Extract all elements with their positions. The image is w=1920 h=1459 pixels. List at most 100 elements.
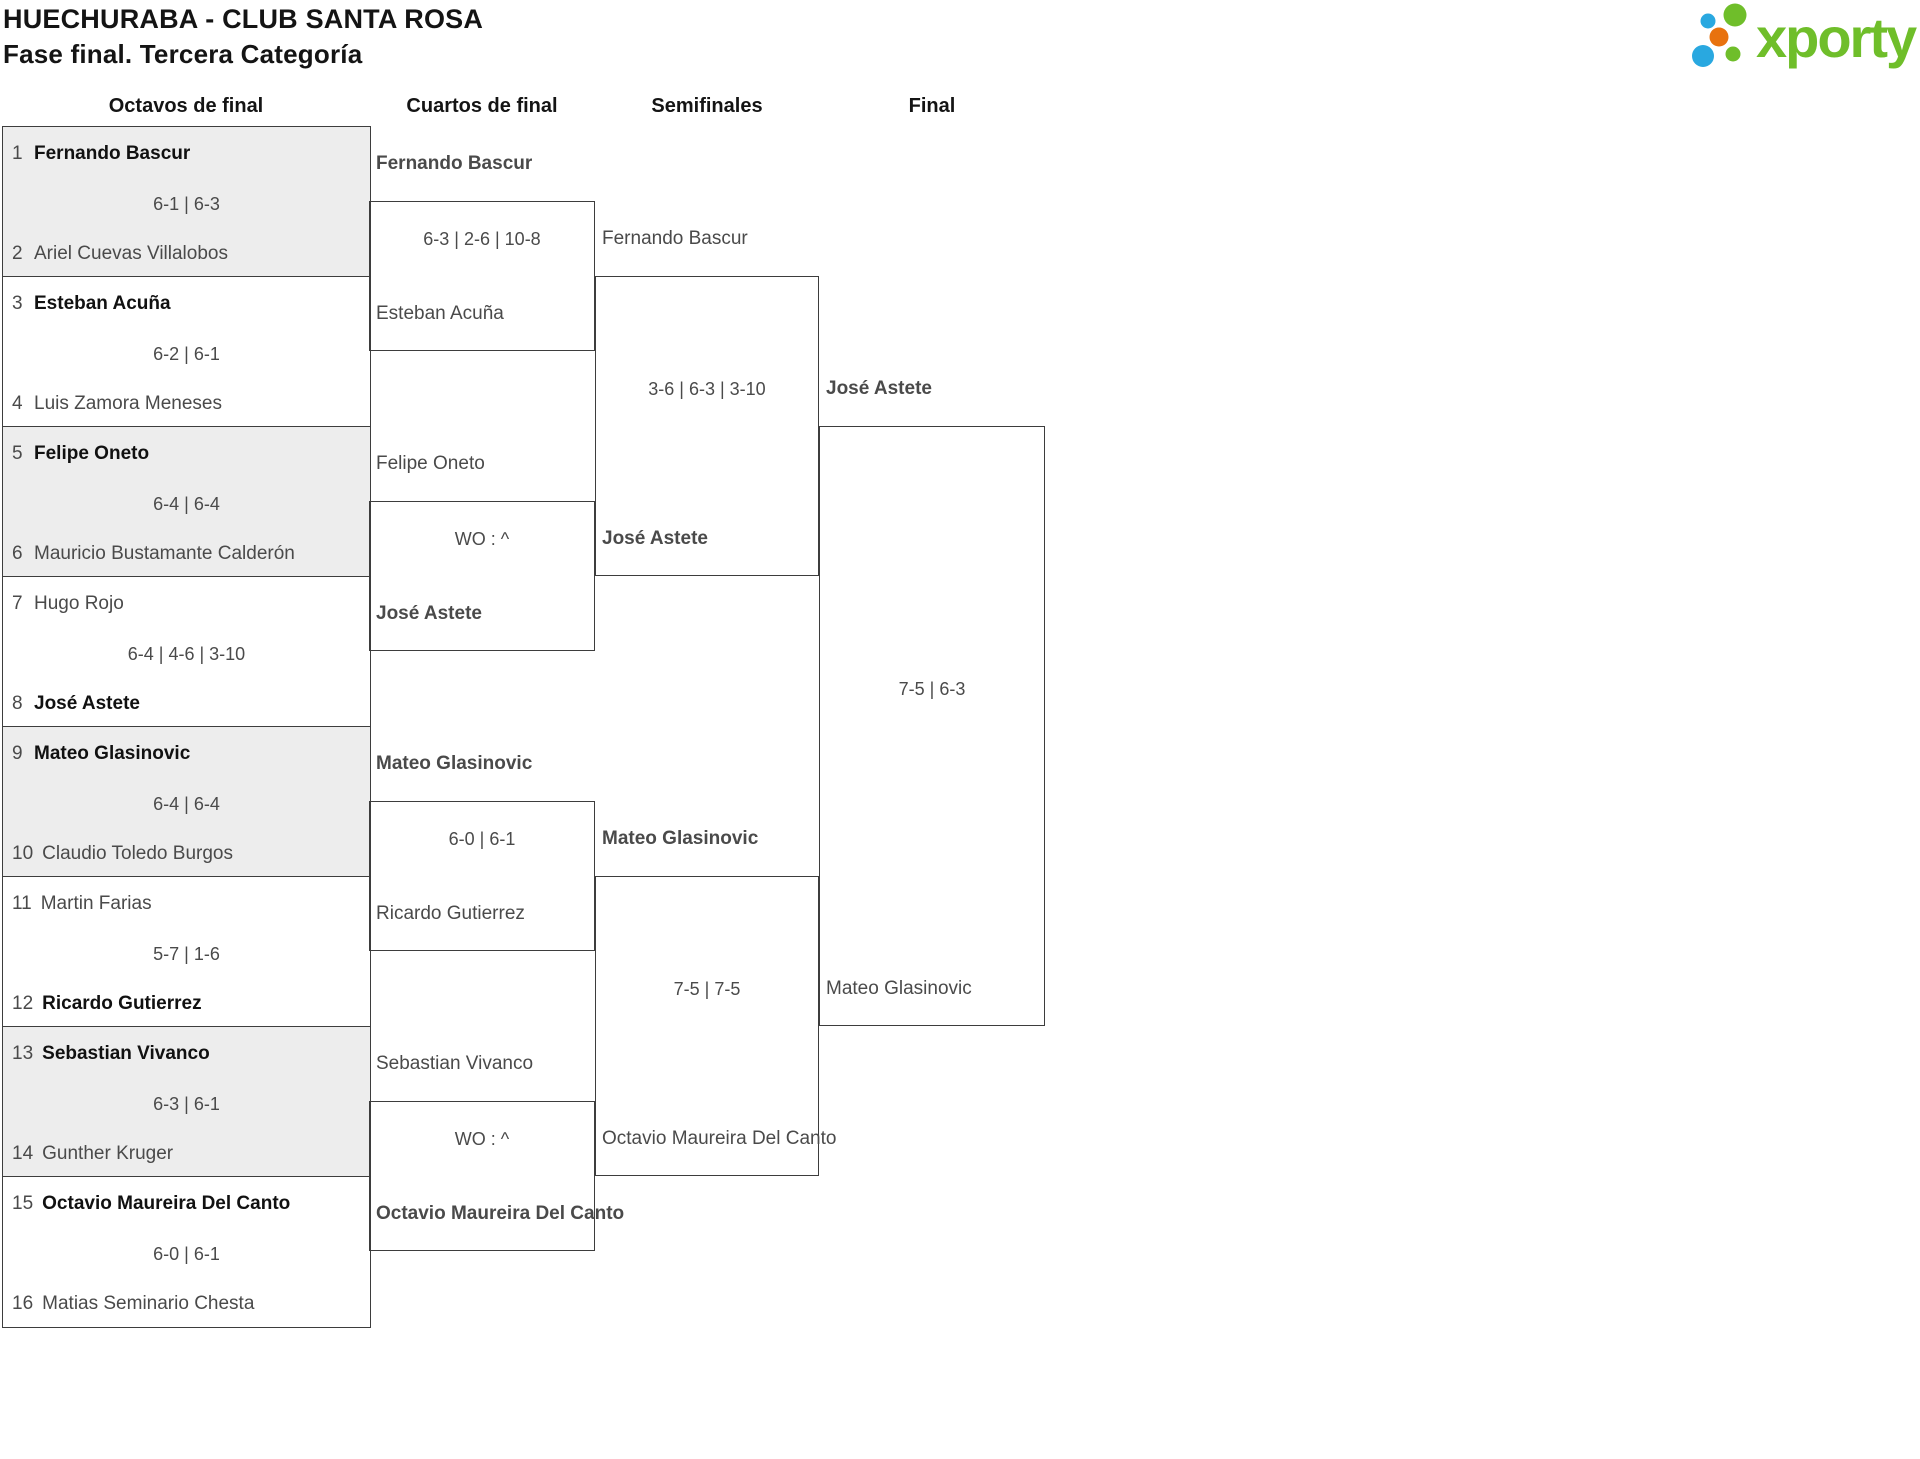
match-score: 6-3 | 6-1 — [153, 1094, 220, 1114]
player-slot: 11 Martin Farias — [12, 893, 364, 915]
seed-number: 2 — [12, 243, 23, 264]
match-score: 6-4 | 4-6 | 3-10 — [127, 644, 246, 664]
r16-match-5: 9 Mateo Glasinovic 6-4 | 6-4 10 Claudio To… — [3, 727, 370, 877]
round16-column: 1 Fernando Bascur 6-1 | 6-3 2 Ariel Cuevas… — [2, 126, 371, 1328]
seed-number: 9 — [12, 743, 23, 764]
player-slot: 3 Esteban Acuña — [12, 293, 364, 315]
match-score: 6-4 | 6-4 — [153, 494, 220, 514]
player-name: Gunther Kruger — [42, 1143, 174, 1164]
player-name: Ariel Cuevas Villalobos — [34, 243, 228, 264]
seed-number: 8 — [12, 693, 23, 714]
seed-number: 1 — [12, 143, 23, 164]
r16-match-2: 3 Esteban Acuña 6-2 | 6-1 4 Luis Zamora Me… — [3, 277, 370, 427]
match-score: 6-2 | 6-1 — [153, 344, 220, 364]
sf-match-box-1 — [595, 276, 819, 576]
player-slot: 1 Fernando Bascur — [12, 143, 364, 165]
match-score: 7-5 | 7-5 — [673, 979, 741, 999]
seed-number: 11 — [12, 893, 32, 914]
player-slot: 15 Octavio Maureira Del Canto — [12, 1193, 364, 1215]
player-name: Fernando Bascur — [34, 143, 191, 164]
player-slot: 2 Ariel Cuevas Villalobos — [12, 243, 364, 265]
player-name: Esteban Acuña — [376, 303, 504, 324]
player-name: Octavio Maureira Del Canto — [602, 1128, 837, 1149]
match-score: WO : ^ — [454, 1129, 510, 1149]
player-name: Octavio Maureira Del Canto — [376, 1203, 625, 1224]
logo-dot-green-small — [1725, 46, 1741, 62]
seed-number: 5 — [12, 443, 23, 464]
player-name: Mateo Glasinovic — [826, 978, 972, 999]
player-name: Esteban Acuña — [34, 293, 171, 314]
qf-match-box-4 — [369, 1101, 595, 1251]
logo-dot-green-large — [1723, 3, 1747, 27]
player-name: Sebastian Vivanco — [42, 1043, 210, 1064]
player-slot: 8 José Astete — [12, 693, 364, 715]
match-score: 6-0 | 6-1 — [153, 1244, 220, 1264]
match-score: 6-1 | 6-3 — [153, 194, 220, 214]
player-slot: 9 Mateo Glasinovic — [12, 743, 364, 765]
player-slot: 10 Claudio Toledo Burgos — [12, 843, 364, 865]
match-score: 7-5 | 6-3 — [898, 679, 966, 699]
player-name: Octavio Maureira Del Canto — [42, 1193, 291, 1214]
logo-dot-blue-small — [1700, 13, 1716, 29]
xporty-logo-dots-icon — [1692, 3, 1747, 67]
match-score: 6-0 | 6-1 — [448, 829, 516, 849]
xporty-logo[interactable]: xporty — [1682, 0, 1917, 75]
player-name: Ricardo Gutierrez — [376, 903, 525, 924]
round-header-sf: Semifinales — [651, 95, 763, 117]
r16-match-6: 11 Martin Farias 5-7 | 1-6 12 Ricardo Guti… — [3, 877, 370, 1027]
player-name: Ricardo Gutierrez — [42, 993, 202, 1014]
player-slot: 12 Ricardo Gutierrez — [12, 993, 364, 1015]
player-name: Felipe Oneto — [34, 443, 150, 464]
player-name: Hugo Rojo — [34, 593, 124, 614]
seed-number: 3 — [12, 293, 23, 314]
qf-match-box-1 — [369, 201, 595, 351]
player-slot: 6 Mauricio Bustamante Calderón — [12, 543, 364, 565]
player-name: Claudio Toledo Burgos — [42, 843, 233, 864]
player-name: Sebastian Vivanco — [376, 1053, 534, 1074]
player-name: Matias Seminario Chesta — [42, 1293, 255, 1314]
seed-number: 6 — [12, 543, 23, 564]
player-slot: 4 Luis Zamora Meneses — [12, 393, 364, 415]
page-subtitle: Fase final. Tercera Categoría — [3, 39, 363, 69]
player-slot: 14 Gunther Kruger — [12, 1143, 364, 1165]
sf-match-box-2 — [595, 876, 819, 1176]
player-name: Mateo Glasinovic — [34, 743, 191, 764]
player-name: Martin Farias — [40, 893, 152, 914]
logo-dot-orange — [1709, 27, 1729, 47]
xporty-logo-text: xporty — [1756, 6, 1917, 69]
seed-number: 12 — [12, 993, 34, 1014]
seed-number: 4 — [12, 393, 23, 414]
logo-dot-blue-large — [1692, 45, 1714, 67]
player-slot: 5 Felipe Oneto — [12, 443, 364, 465]
match-score: 6-4 | 6-4 — [153, 794, 220, 814]
round-header-r16: Octavos de final — [108, 95, 264, 117]
player-name: Mauricio Bustamante Calderón — [34, 543, 295, 564]
player-name: Luis Zamora Meneses — [34, 393, 222, 414]
match-score: WO : ^ — [454, 529, 510, 549]
r16-match-3: 5 Felipe Oneto 6-4 | 6-4 6 Mauricio Bustam… — [3, 427, 370, 577]
match-score: 5-7 | 1-6 — [153, 944, 220, 964]
qf-match-box-2 — [369, 501, 595, 651]
seed-number: 15 — [12, 1193, 34, 1214]
match-score: 6-3 | 2-6 | 10-8 — [423, 229, 541, 249]
player-name: Fernando Bascur — [376, 153, 533, 174]
player-name: José Astete — [826, 378, 932, 399]
qf-match-box-3 — [369, 801, 595, 951]
player-name: Mateo Glasinovic — [602, 828, 759, 849]
player-name: Felipe Oneto — [376, 453, 485, 474]
final-match-box — [819, 426, 1045, 1026]
player-name: José Astete — [376, 603, 482, 624]
seed-number: 14 — [12, 1143, 34, 1164]
r16-match-1: 1 Fernando Bascur 6-1 | 6-3 2 Ariel Cuevas… — [3, 127, 370, 277]
player-name: Fernando Bascur — [602, 228, 748, 249]
seed-number: 10 — [12, 843, 34, 864]
player-name: José Astete — [34, 693, 140, 714]
round-header-qf: Cuartos de final — [406, 95, 558, 117]
round-header-final: Final — [908, 95, 956, 117]
player-name: José Astete — [602, 528, 708, 549]
